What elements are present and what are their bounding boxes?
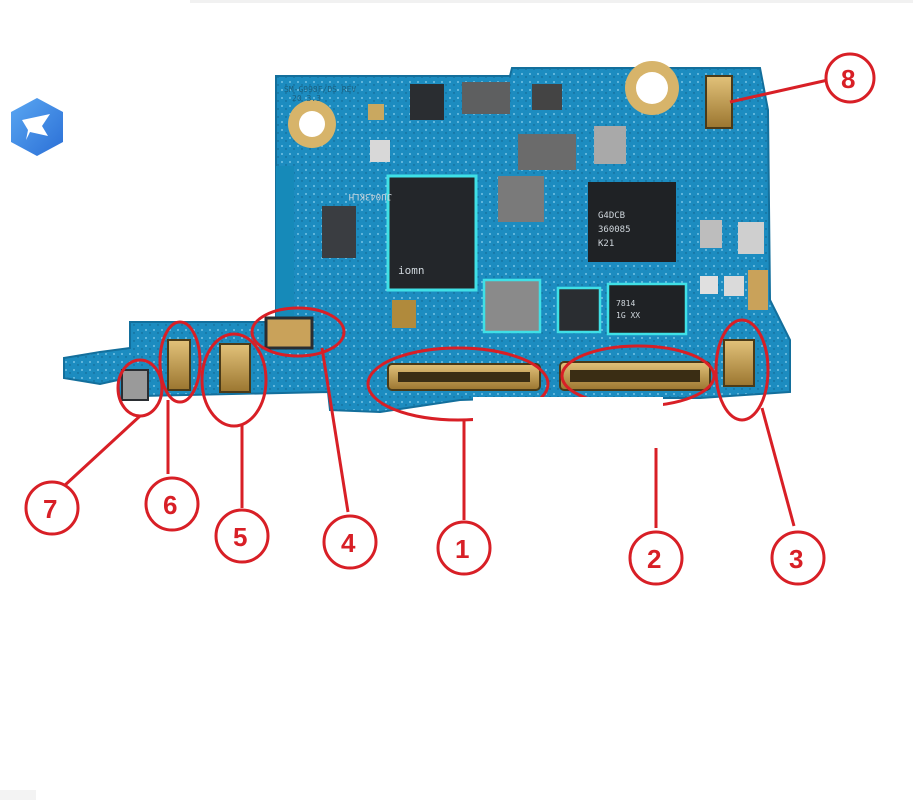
small-chip-label: 7814 bbox=[616, 299, 635, 308]
memory-chip-label: JU043KLH bbox=[349, 191, 392, 201]
callout-2: 2 bbox=[628, 530, 684, 586]
callout-2-label: 2 bbox=[647, 544, 661, 574]
top-border-line bbox=[190, 0, 913, 3]
callout-3-label: 3 bbox=[789, 544, 803, 574]
callout-1-label: 1 bbox=[455, 534, 469, 564]
board-code-label-2: 20 3.3 bbox=[292, 94, 321, 103]
memory-chip: JU043KLH iomn bbox=[349, 174, 478, 292]
callout-8: 8 bbox=[824, 52, 876, 104]
soc-label-1: G4DCB bbox=[598, 211, 625, 221]
callout-1: 1 bbox=[436, 520, 492, 576]
board-code-label: SM-G998F/DS REV bbox=[284, 85, 356, 94]
callout-8-label: 8 bbox=[841, 64, 855, 94]
board-connectors bbox=[121, 75, 755, 401]
soc-label-2: 360085 bbox=[598, 225, 631, 235]
callout-6: 6 bbox=[144, 476, 200, 532]
callout-markings bbox=[62, 78, 829, 528]
callout-4: 4 bbox=[322, 514, 378, 570]
soc-chip: G4DCB 360085 K21 bbox=[588, 182, 676, 262]
callout-6-label: 6 bbox=[163, 490, 177, 520]
masked-region bbox=[473, 397, 663, 445]
callout-5: 5 bbox=[214, 508, 270, 564]
callout-7-label: 7 bbox=[43, 494, 57, 524]
memory-chip-brand: iomn bbox=[398, 264, 425, 277]
callout-4-label: 4 bbox=[341, 528, 356, 558]
corner-mark bbox=[0, 790, 36, 800]
highlighted-chips: 7814 1G XX bbox=[482, 278, 688, 336]
callout-3: 3 bbox=[770, 530, 826, 586]
board-components bbox=[322, 82, 764, 328]
small-chip-label-2: 1G XX bbox=[616, 311, 640, 320]
callout-7: 7 bbox=[24, 480, 80, 536]
app-logo-icon bbox=[11, 98, 63, 156]
callout-5-label: 5 bbox=[233, 522, 247, 552]
soc-label-3: K21 bbox=[598, 239, 614, 249]
